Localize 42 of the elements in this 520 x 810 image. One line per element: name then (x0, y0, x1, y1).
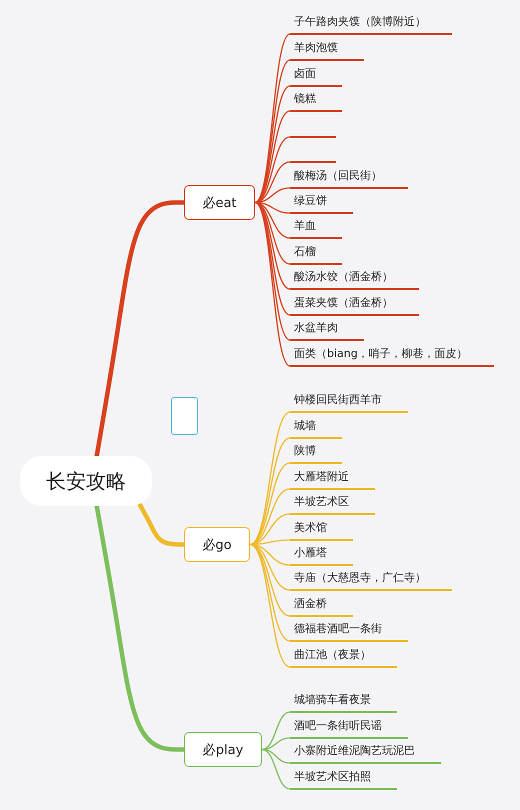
branch-line (254, 202, 291, 367)
subtopic: 钟楼回民街西羊市 (290, 391, 408, 413)
subtopic: 酒吧一条街听民谣 (290, 717, 408, 739)
branch-line (138, 502, 186, 547)
subtopic: 城墙 (290, 417, 342, 439)
branch-topic: 必go (184, 527, 250, 562)
branch-line (254, 202, 291, 341)
subtopic: 酸汤水饺（洒金桥） (290, 268, 419, 290)
branch-line (254, 33, 291, 204)
branch-topic: 必play (184, 732, 262, 767)
subtopic: 面类（biang，哨子，柳巷，面皮） (290, 345, 494, 367)
subtopic: 子午路肉夹馍（陕博附近） (290, 13, 452, 35)
central-topic: 长安攻略 (20, 456, 152, 506)
subtopic: 羊肉泡馍 (290, 39, 364, 61)
subtopic: 镜糕 (290, 90, 342, 112)
branch-line (249, 411, 291, 546)
subtopic: 羊血 (290, 217, 342, 239)
subtopic: 石榴 (290, 243, 342, 265)
subtopic: 蛋菜夹馍（洒金桥） (290, 294, 419, 316)
subtopic: 绿豆饼 (290, 192, 353, 214)
subtopic: 美术馆 (290, 519, 353, 541)
subtopic: 城墙骑车看夜景 (290, 691, 397, 713)
subtopic: 寺庙（大慈恩寺，广仁寺） (290, 569, 452, 591)
subtopic: 水盆羊肉 (290, 319, 364, 341)
branch-line (261, 748, 291, 790)
subtopic: 小雁塔 (290, 544, 353, 566)
subtopic: 半坡艺术区 (290, 493, 375, 515)
empty-box (171, 397, 198, 435)
subtopic: 德福巷酒吧一条街 (290, 620, 408, 642)
subtopic: 酸梅汤（回民街） (290, 167, 408, 189)
branch-topic: 必eat (184, 185, 255, 220)
subtopic: 卤面 (290, 65, 342, 87)
branch-line (261, 737, 291, 750)
subtopic: 半坡艺术区拍照 (290, 768, 397, 790)
subtopic: 曲江池（夜景） (290, 646, 397, 668)
subtopic: 大雁塔附近 (290, 468, 375, 490)
branch-line (249, 544, 291, 668)
subtopic: 小寨附近维泥陶艺玩泥巴 (290, 742, 441, 764)
branch-line (261, 711, 291, 750)
subtopic: 洒金桥 (290, 595, 353, 617)
branch-line (254, 202, 291, 316)
subtopic: 陕博 (290, 442, 342, 464)
